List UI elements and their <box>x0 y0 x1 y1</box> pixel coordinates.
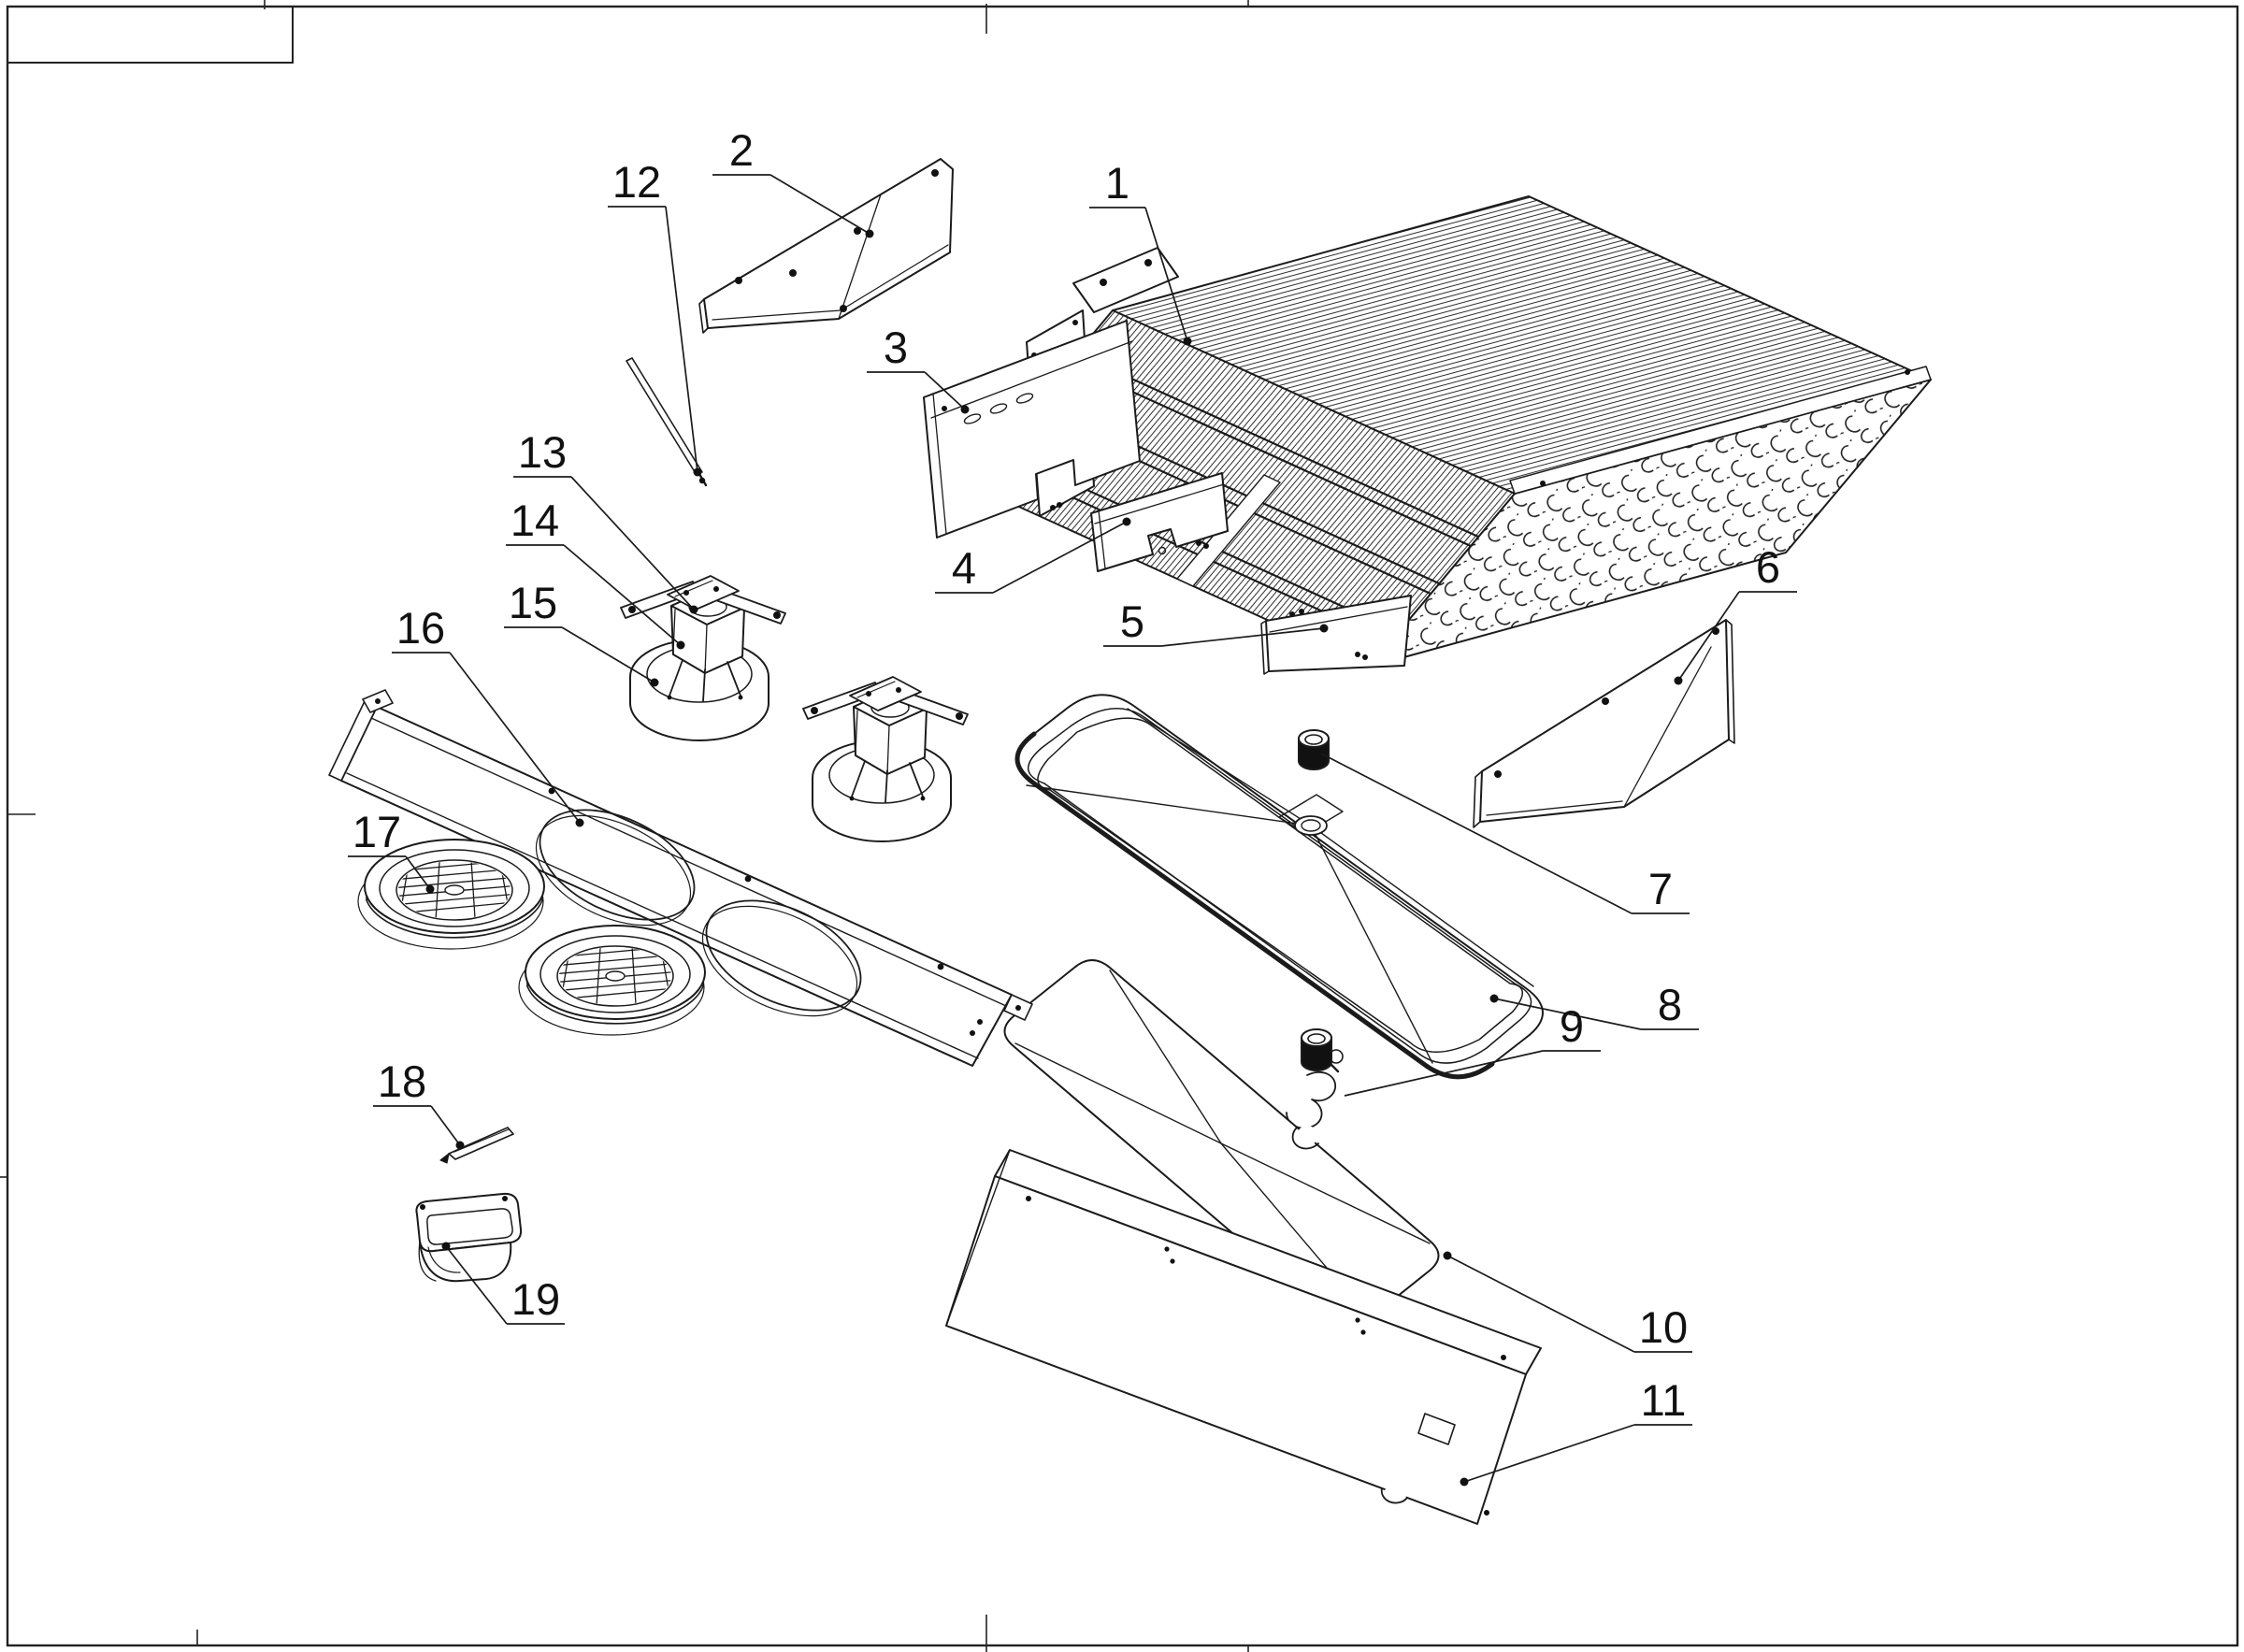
leader-dot <box>1489 994 1499 1003</box>
part-9-drain-outlet <box>1286 1028 1344 1129</box>
callout-19: 19 <box>441 1242 565 1325</box>
callout-1: 1 <box>1089 158 1192 346</box>
part-4-middle-bracket <box>1090 472 1229 572</box>
callout-8: 8 <box>1489 980 1699 1030</box>
leader-dot <box>676 640 685 650</box>
callout-4: 4 <box>935 517 1131 594</box>
fan-assembly <box>620 575 786 741</box>
part-19-drip-tray <box>415 1192 523 1283</box>
callout-number-3: 3 <box>884 323 908 372</box>
callout-number-14: 14 <box>511 496 559 545</box>
leader-dot <box>575 818 584 827</box>
part-8-drain-pan <box>1014 694 1544 1080</box>
pan-crease-lines <box>1026 708 1534 1064</box>
part-6-end-panel-right <box>1473 619 1735 828</box>
part-16-fan-deck-panel <box>328 689 1033 1067</box>
leader-dot <box>689 605 698 614</box>
leader-dot <box>693 467 702 477</box>
screw-hole-dots <box>735 169 939 312</box>
callout-15: 15 <box>504 578 659 687</box>
callout-number-7: 7 <box>1648 864 1673 913</box>
drain-spout <box>1286 1070 1336 1129</box>
callout-number-8: 8 <box>1658 980 1682 1029</box>
callout-11: 11 <box>1460 1375 1692 1487</box>
leader-dot <box>1183 337 1192 346</box>
callout-6: 6 <box>1674 542 1797 685</box>
leader-dot <box>1319 624 1329 633</box>
callout-14: 14 <box>506 496 685 650</box>
border <box>6 5 2239 1647</box>
channel-screw-dots <box>1026 1196 1506 1516</box>
fold-marks <box>0 0 1249 1652</box>
deck-screw-dots <box>548 787 983 1036</box>
part-3-side-bracket-left <box>923 320 1141 539</box>
part-11-bottom-channel <box>945 1149 1542 1525</box>
callout-number-6: 6 <box>1756 542 1780 592</box>
part-5-side-bracket-right <box>1260 595 1412 675</box>
leader-dot <box>455 1141 465 1150</box>
callout-10: 10 <box>1443 1251 1692 1353</box>
leader-dot <box>425 884 435 894</box>
callout-9: 9 <box>1344 1001 1601 1097</box>
callout-number-1: 1 <box>1105 158 1129 208</box>
leader-dot <box>650 678 659 687</box>
callout-18: 18 <box>373 1056 465 1150</box>
callout-number-11: 11 <box>1641 1375 1687 1425</box>
callout-number-17: 17 <box>352 807 401 856</box>
callout-17: 17 <box>348 807 435 894</box>
part-2-top-cover-panel <box>698 158 954 334</box>
callout-number-4: 4 <box>952 543 976 593</box>
callout-number-19: 19 <box>511 1274 560 1324</box>
callout-3: 3 <box>867 323 970 414</box>
callout-13: 13 <box>513 427 698 614</box>
leader-dot <box>1674 676 1683 685</box>
callout-number-15: 15 <box>509 578 557 627</box>
motor-struts <box>667 659 743 702</box>
leader-dot <box>1460 1477 1469 1487</box>
leader-dot <box>1122 517 1131 526</box>
callout-number-9: 9 <box>1560 1001 1584 1051</box>
callout-number-12: 12 <box>612 157 661 207</box>
leader-dot <box>960 405 970 414</box>
leader-dot <box>441 1242 451 1251</box>
callout-number-18: 18 <box>378 1056 426 1106</box>
part-12-sensor-rod <box>626 357 708 487</box>
part-17-air-grille <box>357 839 545 950</box>
callout-12: 12 <box>608 157 702 477</box>
coil-tube-sheet-flange <box>1509 366 1932 495</box>
leader-dot <box>1443 1251 1452 1260</box>
callout-number-10: 10 <box>1639 1302 1688 1352</box>
part-7-drain-fitting <box>1298 729 1330 770</box>
part-18-clip <box>439 1127 514 1164</box>
callout-2: 2 <box>712 125 874 238</box>
callout-number-16: 16 <box>396 603 445 653</box>
coil-mounting-bracket <box>1072 247 1179 313</box>
title-block <box>7 6 294 64</box>
callout-16: 16 <box>392 603 584 827</box>
callout-5: 5 <box>1103 596 1329 647</box>
leader-dot <box>865 229 874 238</box>
callout-number-5: 5 <box>1120 596 1144 646</box>
callout-7: 7 <box>1320 753 1690 914</box>
callout-number-13: 13 <box>518 427 567 477</box>
callout-number-2: 2 <box>729 125 754 175</box>
